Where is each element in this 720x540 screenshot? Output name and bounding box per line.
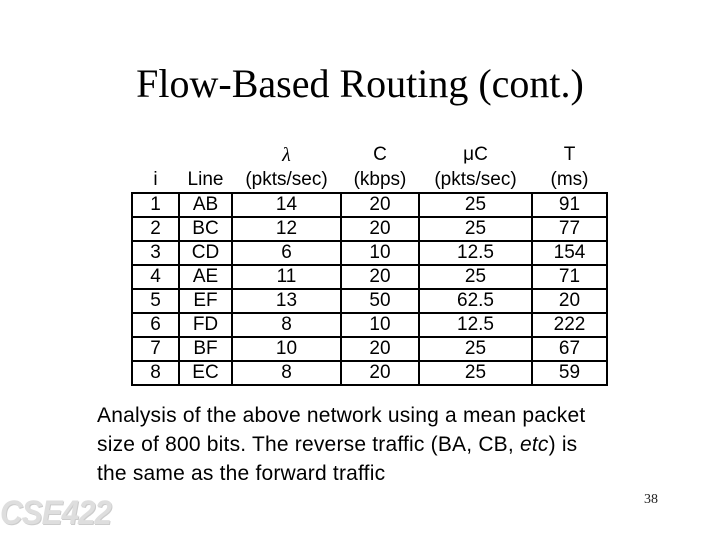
cell-lambda: 6 <box>231 240 342 266</box>
cell-delay: 71 <box>531 264 608 290</box>
page-number: 38 <box>644 492 658 507</box>
cell-capacity: 10 <box>340 312 420 338</box>
cell-lambda: 12 <box>231 216 342 242</box>
cell-i: 1 <box>131 192 180 218</box>
header-empty-line <box>179 142 232 167</box>
header-capacity: C <box>373 144 387 165</box>
cell-capacity: 20 <box>340 216 420 242</box>
cell-delay: 77 <box>531 216 608 242</box>
cell-delay: 59 <box>531 360 608 386</box>
cell-i: 5 <box>131 288 180 314</box>
table-row: 3 CD 6 10 12.5 154 <box>131 240 608 266</box>
analysis-line-3-text: the same as the forward traffic <box>97 462 386 485</box>
cell-mu-c: 62.5 <box>418 288 533 314</box>
header-lambda: λ <box>282 144 291 166</box>
cell-mu-c: 25 <box>418 336 533 362</box>
header-i: i <box>153 169 158 190</box>
cell-line: AE <box>178 264 233 290</box>
header-empty-i <box>132 142 179 167</box>
cell-delay: 91 <box>531 192 608 218</box>
cell-capacity: 20 <box>340 360 420 386</box>
cell-line: EC <box>178 360 233 386</box>
table-row: 2 BC 12 20 25 77 <box>131 216 608 242</box>
cell-line: BC <box>178 216 233 242</box>
cell-lambda: 8 <box>231 312 342 338</box>
cell-delay: 222 <box>531 312 608 338</box>
cell-mu-c: 12.5 <box>418 240 533 266</box>
cell-i: 8 <box>131 360 180 386</box>
cell-lambda: 14 <box>231 192 342 218</box>
slide-title: Flow-Based Routing (cont.) <box>136 61 584 106</box>
cell-lambda: 13 <box>231 288 342 314</box>
cell-lambda: 11 <box>231 264 342 290</box>
table-row: 5 EF 13 50 62.5 20 <box>131 288 608 314</box>
header-unit-row: i Line (pkts/sec) (kbps) (pkts/sec) (ms) <box>132 167 607 193</box>
cell-mu-c: 25 <box>418 360 533 386</box>
table-row: 7 BF 10 20 25 67 <box>131 336 608 362</box>
cell-mu-c: 25 <box>418 264 533 290</box>
header-mu-c-unit: (pkts/sec) <box>434 169 517 190</box>
cell-line: BF <box>178 336 233 362</box>
analysis-line-3: the same as the forward traffic <box>97 459 585 488</box>
header-line: Line <box>187 169 224 190</box>
cell-capacity: 20 <box>340 192 420 218</box>
cell-line: FD <box>178 312 233 338</box>
cell-i: 3 <box>131 240 180 266</box>
cell-line: AB <box>178 192 233 218</box>
routing-table-body: 1 AB 14 20 25 91 2 BC 12 20 25 77 3 CD 6… <box>131 192 608 386</box>
header-delay-unit: (ms) <box>550 169 589 190</box>
header-capacity-unit: (kbps) <box>353 169 407 190</box>
routing-table: λ C μC T i Line (pkts/sec) (kbps) (pkts/… <box>131 142 608 386</box>
cell-i: 4 <box>131 264 180 290</box>
table-row: 8 EC 8 20 25 59 <box>131 360 608 386</box>
cell-mu-c: 25 <box>418 192 533 218</box>
header-symbol-row: λ C μC T <box>132 142 607 167</box>
routing-table-header: λ C μC T i Line (pkts/sec) (kbps) (pkts/… <box>132 142 607 193</box>
cell-capacity: 10 <box>340 240 420 266</box>
analysis-line-2-post: ) is <box>548 433 578 456</box>
header-lambda-unit: (pkts/sec) <box>245 169 328 190</box>
cell-delay: 20 <box>531 288 608 314</box>
cell-capacity: 20 <box>340 336 420 362</box>
cell-lambda: 10 <box>231 336 342 362</box>
analysis-line-2-pre: size of 800 bits. The reverse traffic (B… <box>97 433 520 456</box>
analysis-text: Analysis of the above network using a me… <box>97 401 585 488</box>
table-row: 4 AE 11 20 25 71 <box>131 264 608 290</box>
analysis-line-1-text: Analysis of the above network using a me… <box>97 404 586 427</box>
analysis-line-1: Analysis of the above network using a me… <box>97 401 585 430</box>
watermark: CSE422 <box>0 494 112 532</box>
header-delay: T <box>563 144 576 165</box>
cell-i: 6 <box>131 312 180 338</box>
table-row: 6 FD 8 10 12.5 222 <box>131 312 608 338</box>
table-row: 1 AB 14 20 25 91 <box>131 192 608 218</box>
header-mu-c: μC <box>463 144 488 165</box>
cell-delay: 67 <box>531 336 608 362</box>
cell-mu-c: 25 <box>418 216 533 242</box>
cell-capacity: 50 <box>340 288 420 314</box>
cell-line: CD <box>178 240 233 266</box>
cell-mu-c: 12.5 <box>418 312 533 338</box>
cell-delay: 154 <box>531 240 608 266</box>
cell-i: 2 <box>131 216 180 242</box>
analysis-etc-italic: etc <box>519 433 549 456</box>
cell-i: 7 <box>131 336 180 362</box>
analysis-line-2: size of 800 bits. The reverse traffic (B… <box>97 430 585 459</box>
cell-line: EF <box>178 288 233 314</box>
cell-lambda: 8 <box>231 360 342 386</box>
cell-capacity: 20 <box>340 264 420 290</box>
